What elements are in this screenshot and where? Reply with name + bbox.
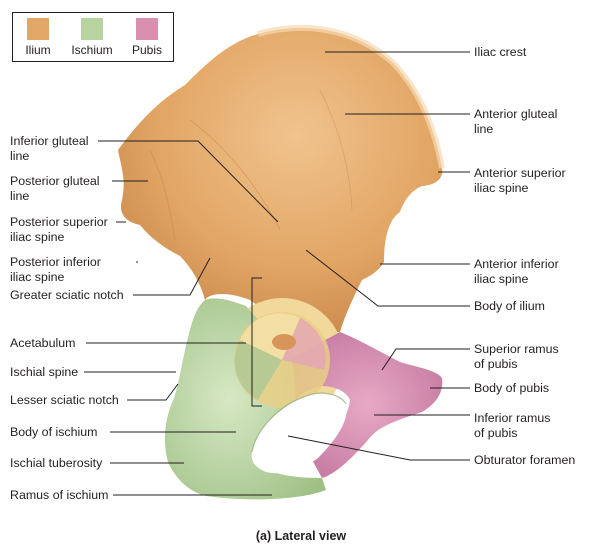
label-body-of-ischium: Body of ischium [10, 425, 98, 439]
legend-label-ischium: Ischium [71, 43, 113, 57]
legend-swatch-pubis [136, 18, 158, 40]
legend-label-pubis: Pubis [131, 43, 163, 57]
legend-label-ilium: Ilium [25, 43, 51, 57]
label-posterior-inferior-iliac-spine: Posterior inferior iliac spine [10, 255, 101, 284]
ilium-region [118, 27, 443, 336]
label-ramus-of-ischium: Ramus of ischium [10, 488, 109, 502]
legend-swatch-ilium [27, 18, 49, 40]
label-posterior-superior-iliac-spine: Posterior superior iliac spine [10, 215, 108, 244]
ischium-region [164, 298, 326, 500]
obturator-foramen-opening [251, 393, 347, 474]
legend: Ilium Ischium Pubis [12, 12, 174, 62]
label-acetabulum: Acetabulum [10, 336, 76, 350]
label-obturator-foramen: Obturator foramen [474, 453, 576, 467]
label-greater-sciatic-notch: Greater sciatic notch [10, 288, 124, 302]
legend-swatch-ischium [81, 18, 103, 40]
label-anterior-gluteal-line: Anterior gluteal line [474, 107, 558, 136]
label-posterior-gluteal-line: Posterior gluteal line [10, 174, 100, 203]
label-lesser-sciatic-notch: Lesser sciatic notch [10, 393, 119, 407]
label-ischial-tuberosity: Ischial tuberosity [10, 456, 103, 470]
figure-caption: (a) Lateral view [255, 529, 347, 543]
label-body-of-pubis: Body of pubis [474, 381, 550, 395]
label-iliac-crest: Iliac crest [474, 45, 527, 59]
leader-lines [84, 51, 470, 496]
label-anterior-superior-iliac-spine: Anterior superior iliac spine [474, 166, 566, 195]
label-superior-ramus-of-pubis: Superior ramus of pubis [474, 342, 559, 371]
label-inferior-ramus-of-pubis: Inferior ramus of pubis [474, 411, 551, 440]
label-anterior-inferior-iliac-spine: Anterior inferior iliac spine [474, 257, 559, 286]
label-body-of-ilium: Body of ilium [474, 299, 545, 313]
label-ischial-spine: Ischial spine [10, 365, 79, 379]
label-inferior-gluteal-line: Inferior gluteal line [10, 134, 89, 163]
